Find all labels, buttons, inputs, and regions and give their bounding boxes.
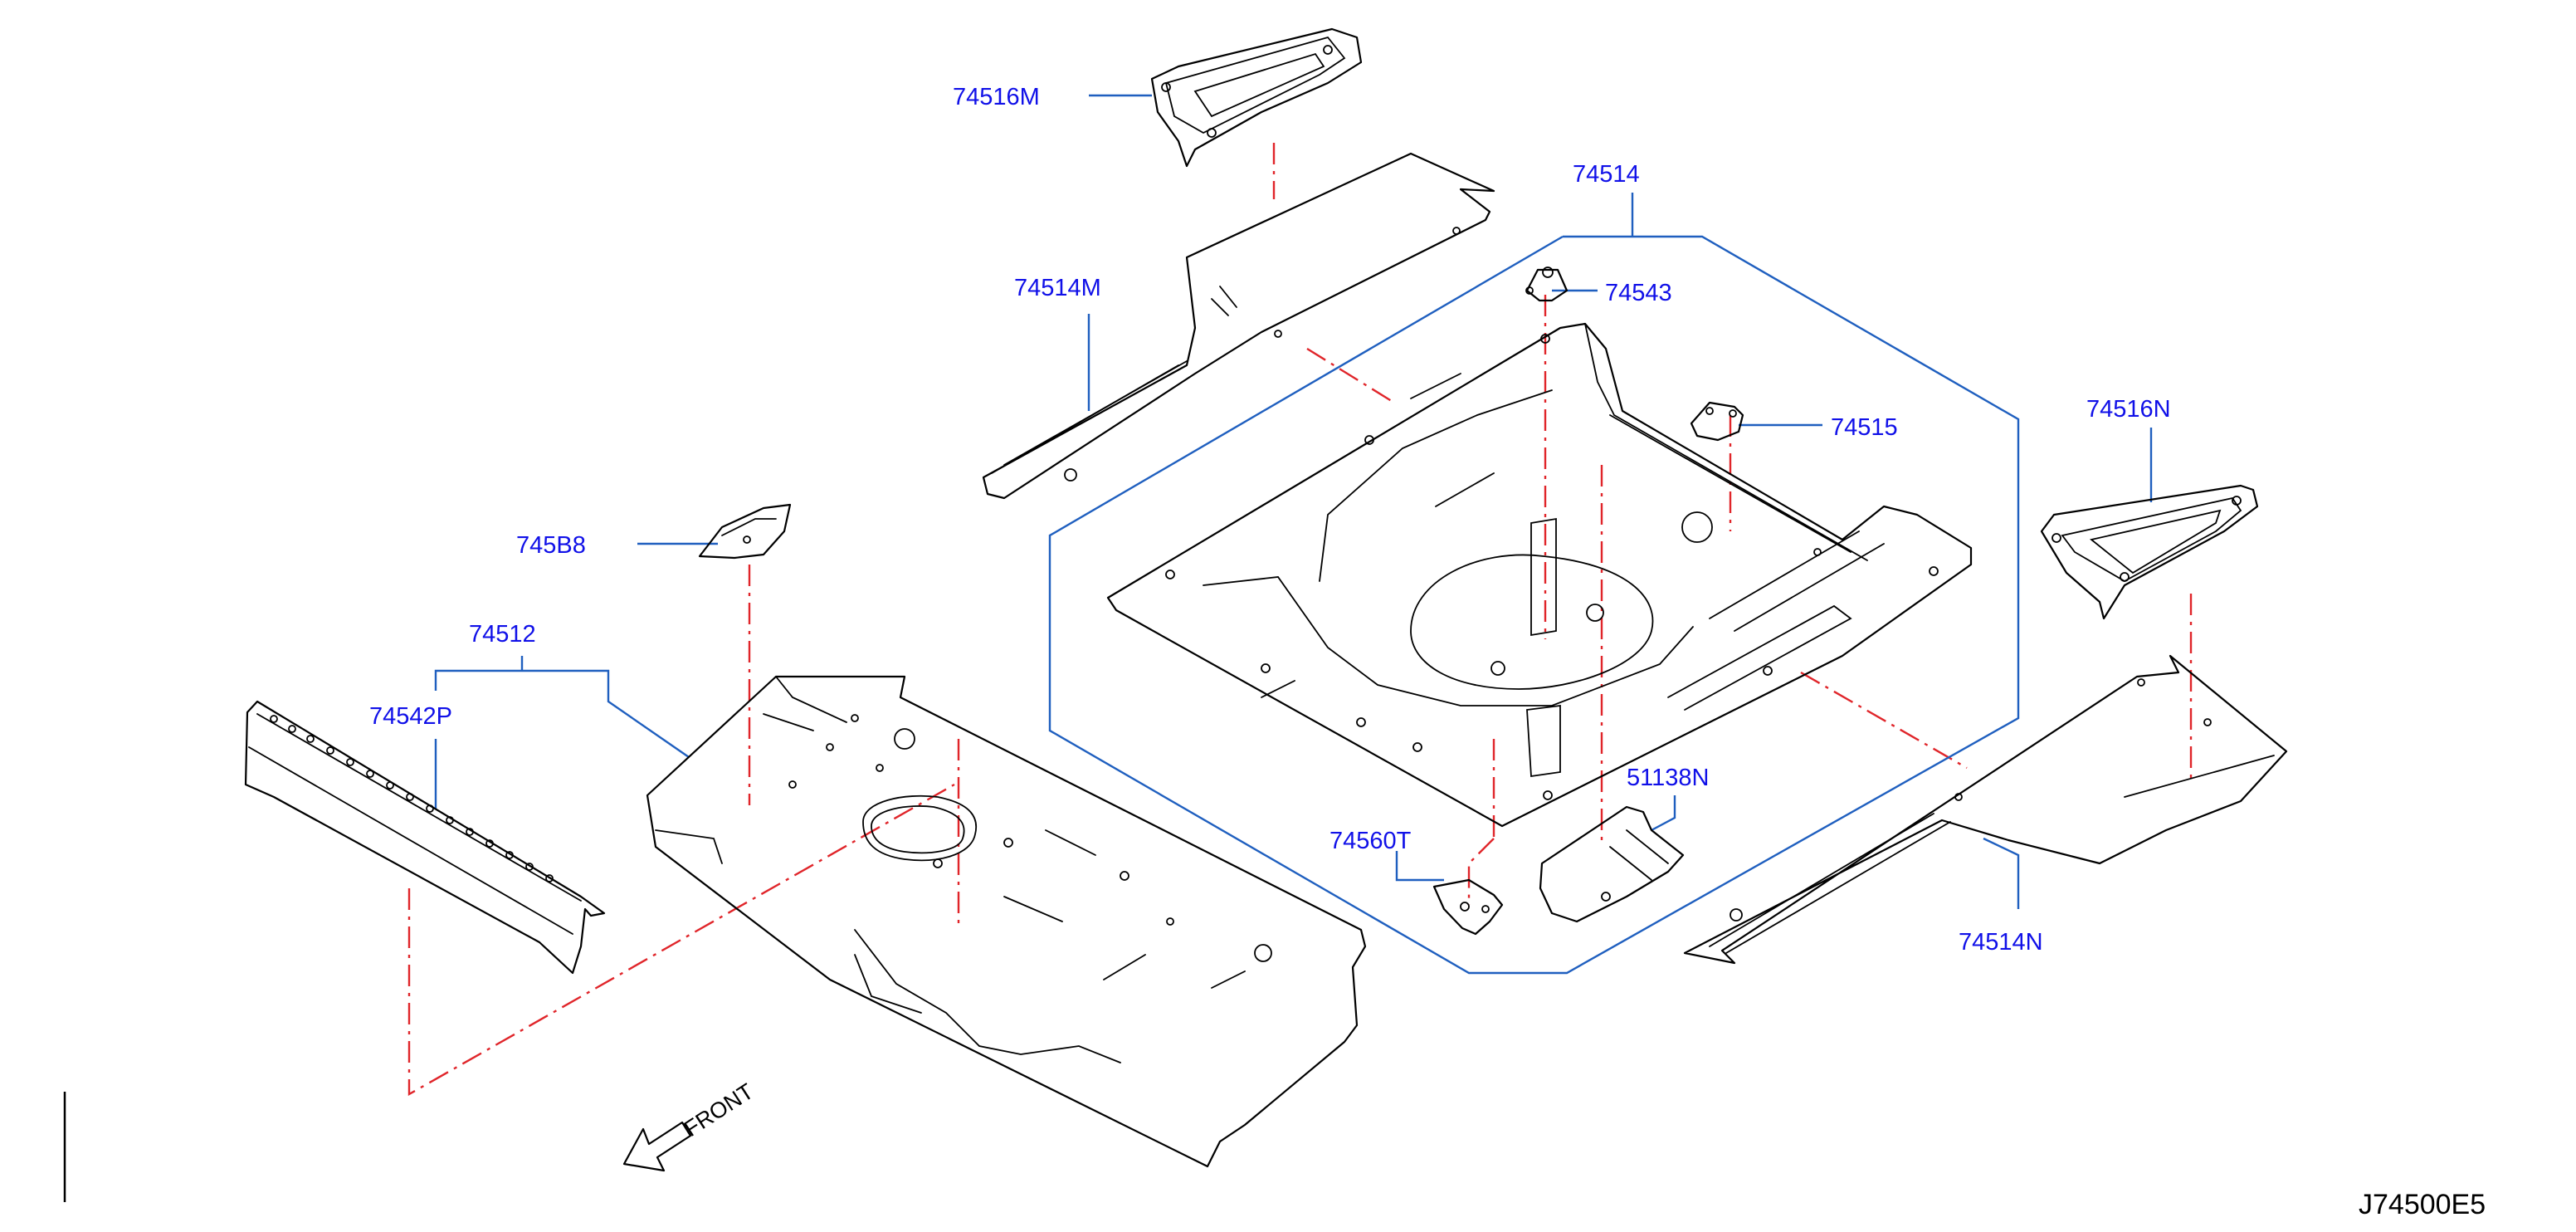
label-74512: 74512 (469, 621, 536, 648)
front-arrow (622, 1121, 692, 1172)
label-74516M: 74516M (953, 84, 1040, 110)
part-74560T-drawing (1432, 878, 1504, 936)
label-74515: 74515 (1831, 414, 1898, 441)
diagram-code: J74500E5 (2359, 1189, 2486, 1220)
label-74514N: 74514N (1959, 929, 2043, 956)
label-74542P: 74542P (369, 703, 452, 730)
part-74542P-drawing (244, 700, 606, 975)
part-74514-drawing (1106, 322, 1973, 828)
front-label: FRONT (680, 1078, 758, 1142)
label-74514: 74514 (1573, 161, 1640, 188)
part-74514M-drawing (982, 152, 1495, 500)
part-74514N-drawing (1683, 654, 2288, 965)
part-51138N-drawing (1539, 805, 1685, 923)
label-745B8: 745B8 (516, 532, 586, 559)
part-74512-drawing (646, 675, 1367, 1168)
label-74514M: 74514M (1014, 275, 1101, 301)
leader-lines (434, 94, 2153, 975)
label-74543: 74543 (1605, 280, 1672, 306)
part-74515-drawing (1690, 401, 1744, 442)
part-74543-drawing (1525, 266, 1569, 302)
label-74516N: 74516N (2086, 396, 2171, 423)
part-74516M-drawing (1150, 27, 1363, 168)
part-745B8-drawing (698, 503, 792, 560)
alignment-lines (407, 143, 2193, 1097)
label-51138N: 51138N (1627, 765, 1709, 791)
label-74560T: 74560T (1329, 828, 1412, 854)
part-74516N-drawing (2040, 484, 2259, 620)
